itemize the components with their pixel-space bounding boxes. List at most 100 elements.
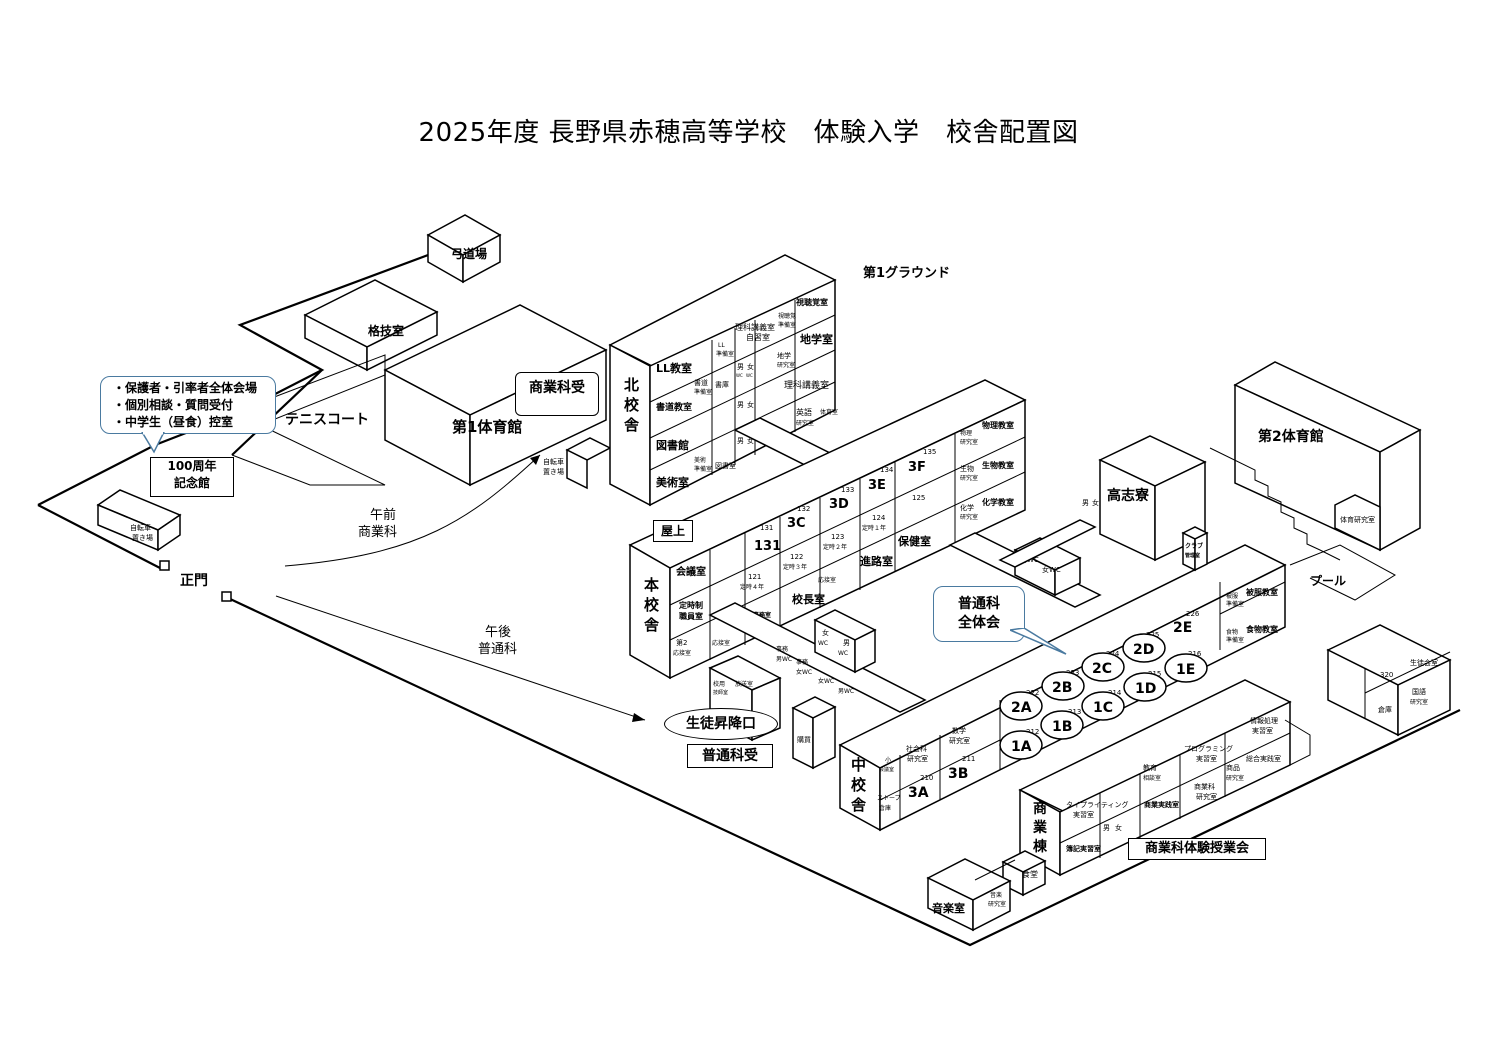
circle-2c <box>1081 652 1125 682</box>
kakugi-label: 格技室 <box>368 323 404 338</box>
typewriting-label-1: タイプライティング <box>1066 800 1128 809</box>
room-2d-label: 2D <box>1133 642 1154 658</box>
memorial-hall-line-1: 100周年 <box>167 459 217 473</box>
kocho-label: 校長室 <box>792 592 825 606</box>
room-131-label: 131 <box>754 539 781 554</box>
morning-route-arrowhead <box>530 455 540 465</box>
club-label-2: 管理室 <box>1185 552 1200 559</box>
room-122-sub: 定時３年 <box>783 563 807 571</box>
north-wc-label-1: WC <box>736 373 743 378</box>
shichokaku-prep-label-2: 準備室 <box>778 321 796 329</box>
gym1-label: 第1体育館 <box>452 418 522 436</box>
rika-jishu-label-1: 理科講義室 <box>735 322 775 332</box>
shoko-label: 書庫 <box>715 380 729 389</box>
butsuri-lab-label-2: 研究室 <box>960 438 978 446</box>
jouhou-label-2: 実習室 <box>1252 726 1273 735</box>
dai2-label-2: 応接室 <box>673 649 691 657</box>
hifuku-prep-label-1: 被服 <box>1226 592 1238 600</box>
wc-m-label: 男WC <box>838 688 854 695</box>
hoken-label: 保健室 <box>897 534 931 548</box>
room-132-num: 132 <box>797 505 810 513</box>
seibutsu-lab-label-2: 研究室 <box>960 474 978 482</box>
center-wc-male-label-1: 男 <box>843 639 850 647</box>
sugaku-lab-label-2: 研究室 <box>949 736 970 745</box>
ll-prep-label-1: LL <box>718 342 725 349</box>
hifuku-label: 被服教室 <box>1246 587 1278 597</box>
room-3b-label: 3B <box>948 766 968 782</box>
jimu-wc2-label-2: 女WC <box>796 668 812 676</box>
art-room-label: 美術室 <box>656 475 689 489</box>
gym2-stairs <box>1209 447 1341 561</box>
koshiryo-wc-male: 男 <box>1082 499 1089 507</box>
north-wc-male-2: 男 <box>737 401 744 409</box>
music-building <box>926 858 1012 932</box>
typewriting-label-2: 実習室 <box>1073 810 1094 819</box>
seibutsu-label: 生物教室 <box>982 460 1014 470</box>
boundary-road-south <box>227 597 1461 947</box>
ground1-label: 第1グラウンド <box>863 265 950 281</box>
teiji-staff-label-2: 職員室 <box>679 611 703 621</box>
circle-2a <box>999 691 1043 721</box>
ll-room-label: LL教室 <box>656 361 692 375</box>
student-entrance-oval: 生徒昇降口 <box>664 708 778 740</box>
room-1e-label: 1E <box>1176 662 1195 678</box>
dai2-label-1: 第2 <box>676 638 687 647</box>
north-wc-female-2: 女 <box>747 400 754 409</box>
shokumotsu-prep-label-2: 準備室 <box>1226 636 1244 644</box>
kokugo-lab-label-2: 研究室 <box>1410 698 1428 706</box>
baiten-label: 購買 <box>797 735 811 744</box>
shogyo-path <box>974 859 1016 881</box>
jimu-wc2-label-1: 事務 <box>796 658 808 666</box>
south-building <box>838 544 1287 832</box>
kyoiku-label-2: 相談室 <box>1143 774 1161 782</box>
room-216-num: 216 <box>1188 650 1202 658</box>
svg-text:本: 本 <box>644 576 659 594</box>
room-121-num: 121 <box>748 573 761 581</box>
shodo-room-label: 書道教室 <box>656 401 692 413</box>
gym2-annex <box>1334 494 1381 552</box>
naka-building-label: 中 校 舎 <box>851 756 867 814</box>
gate-post-right <box>221 591 232 602</box>
circle-1a <box>999 730 1043 760</box>
east-annex-building <box>1326 624 1452 737</box>
club-house <box>1181 526 1209 572</box>
eigo-lab-label-1: 英語 <box>796 407 812 417</box>
room-124-sub: 定時１年 <box>862 524 886 532</box>
center-building <box>628 379 1027 680</box>
kozai-label-1: 校用 <box>713 680 725 688</box>
butsuri-lab-label-1: 物理 <box>960 429 972 437</box>
gym2-label: 第2体育館 <box>1258 428 1324 445</box>
circle-2b <box>1041 671 1085 701</box>
kagaku-lab-label-1: 化学 <box>960 503 974 512</box>
kagaku-lab-label-2: 研究室 <box>960 513 978 521</box>
butsuri-label: 物理教室 <box>982 420 1014 430</box>
room-214-num: 214 <box>1108 689 1122 697</box>
shodo-prep-label-1: 書道 <box>694 378 708 387</box>
wc-f-label: 女WC <box>818 677 834 685</box>
parents-callout-pointer <box>141 432 165 454</box>
kyudojo-building <box>426 214 502 284</box>
north-wc-female-3: 女 <box>747 436 754 445</box>
library-label: 図書館 <box>656 438 689 452</box>
sogo-label: 図書室 <box>715 461 736 470</box>
circle-1d <box>1123 672 1167 702</box>
shogyo-reception-box: 商業科受 <box>515 372 599 416</box>
svg-text:業: 業 <box>1032 819 1048 836</box>
north-wc-male-3: 男 <box>737 437 744 445</box>
baiten-building <box>791 696 837 770</box>
shodo-prep-label-2: 準備室 <box>694 388 712 396</box>
shogyo-lab-label-2: 研究室 <box>1196 792 1217 801</box>
rika-jishu-label-2: 自習室 <box>746 332 770 342</box>
svg-text:舎: 舎 <box>851 796 867 814</box>
commerce-building <box>1018 679 1292 877</box>
svg-text:舎: 舎 <box>624 416 640 434</box>
room-1d-label: 1D <box>1135 681 1156 697</box>
program-label-2: 実習室 <box>1196 754 1217 763</box>
jouhou-label-1: 情報処理 <box>1250 716 1278 725</box>
shogyo-jissen-label: 商業実践室 <box>1144 800 1179 809</box>
center-wc-male-label-2: WC <box>838 650 848 657</box>
pool-outline <box>1289 544 1396 601</box>
room-131-num: 131 <box>760 524 773 532</box>
svg-text:商: 商 <box>1033 800 1047 817</box>
room-320-label: 320 <box>1380 671 1393 679</box>
